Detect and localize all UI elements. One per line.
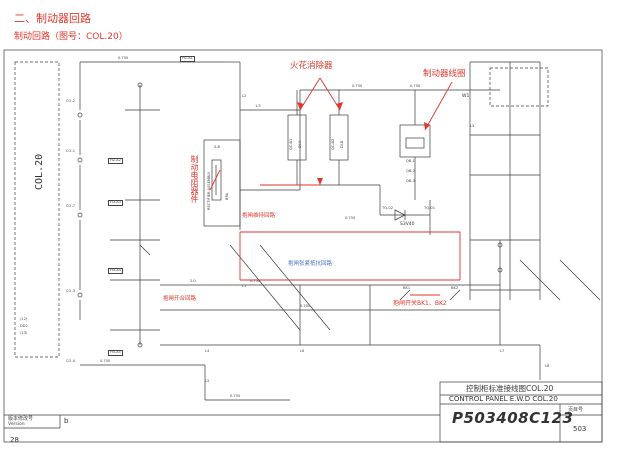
bus-label-6: L6 [300, 349, 305, 353]
section-title: 二、制动器回路 [14, 12, 91, 25]
rectifier-assembly [203, 139, 241, 227]
row-tag-5: CO-4 [66, 359, 76, 363]
title-block [439, 381, 603, 443]
bus-label-4: L4 [205, 349, 210, 353]
brake-coil-label: 制动器线圈 [423, 69, 466, 79]
version-label-cn: 版本修改号 [8, 416, 34, 422]
diode-label-2: DI-B [340, 140, 344, 148]
bus-label-2: L2 [242, 94, 247, 98]
diode-label-1: DI-A [298, 140, 302, 148]
brake-feedback-circuit-label: 抱闸张紧抵抗回路 [288, 261, 333, 267]
row-tag-4: CO-3 [66, 289, 76, 293]
spark-eliminator-label: 火花消除器 [290, 61, 333, 71]
version-value: b [64, 417, 69, 425]
ref-box-5: H5-A5 [108, 350, 123, 356]
contactor-qc-b1 [287, 114, 307, 161]
wire-label-10: 0.750 [230, 394, 241, 398]
brake-switch-2: BK2 [451, 286, 459, 290]
left-tag-2: DD2 [20, 324, 28, 328]
brake-resistor-label: 制动电阻器件 [190, 155, 199, 203]
wire-label-5: 0.750 [345, 216, 356, 220]
wire-label-7: 0.750 [250, 279, 261, 283]
brake-switch-1: BK1 [403, 286, 411, 290]
page-number: 28 [10, 436, 19, 444]
version-label-en: Version [8, 422, 25, 427]
ref-box-4: H4-A4 [108, 268, 123, 274]
bus-label-3: L3 [470, 124, 475, 128]
contactor-qc-b2 [329, 114, 349, 161]
col-box [14, 61, 60, 358]
frame [3, 49, 603, 443]
mosfet-2: TQ-01 [424, 206, 435, 210]
coil-ref: W1 [462, 94, 470, 99]
contactor-label-2: QC-B2 [331, 138, 335, 150]
drawing-number: P503408C123 [452, 409, 574, 427]
wire-label-6: 2.0 [190, 279, 196, 283]
ref-box-3: H3-A3 [108, 200, 123, 206]
contactor-label-1: QC-B1 [289, 138, 293, 150]
col-label: COL.20 [34, 153, 45, 190]
row-tag-3: CO-7 [66, 204, 76, 208]
wire-label-4: 1.5 [255, 104, 261, 108]
title-block-cn: 控制柜标准接线图COL.20 [466, 384, 554, 393]
wire-label-2: 0.750 [352, 84, 363, 88]
brake-hold-circuit-label: 抱闸维持回路 [242, 213, 276, 219]
row-tag-2: CO-1 [66, 149, 76, 153]
sheet-label: 页目号 [568, 407, 584, 413]
terminal-tag-3: QB-3 [406, 179, 415, 183]
sheet-number: 503 [573, 425, 587, 433]
wire-label-8: 0.750 [300, 304, 311, 308]
brake-switch-label: 抱闸开关BK1、BK2 [393, 300, 447, 307]
bus-label-8: L8 [545, 364, 550, 368]
mosfet-1: TQ-02 [382, 206, 393, 210]
bus-label-1: L1 [242, 284, 247, 288]
brake-open-circuit-label: 抱闸开合回路 [163, 296, 197, 302]
terminal-tag-2: QB-2 [406, 169, 415, 173]
side-module-code: S-B [214, 145, 220, 149]
ref-box-2: H2-A2 [108, 158, 123, 164]
wire-label-3: 0.750 [410, 84, 421, 88]
wire-label-1: 0.750 [118, 56, 129, 60]
side-module-label: RECTIFIER ASSEMBLY [207, 171, 211, 210]
left-tag-3: (13) [20, 331, 28, 335]
terminal-tag-1: QB-1 [406, 159, 415, 163]
side-module-sub: BRA [225, 192, 229, 200]
ref-box-1: H1-A1 [180, 56, 195, 62]
wire-label-9: 0.750 [100, 359, 111, 363]
bus-label-5: L5 [205, 379, 210, 383]
row-tag-1: CO-2 [66, 99, 76, 103]
left-tag-1: (12) [20, 317, 28, 321]
rectifier-label: S3V40 [400, 222, 415, 227]
drawing-reference: 制动回路（图号：COL.20） [14, 32, 128, 42]
title-block-en: CONTROL PANEL E.W.D COL.20 [449, 395, 558, 403]
bus-label-7: L7 [500, 349, 505, 353]
